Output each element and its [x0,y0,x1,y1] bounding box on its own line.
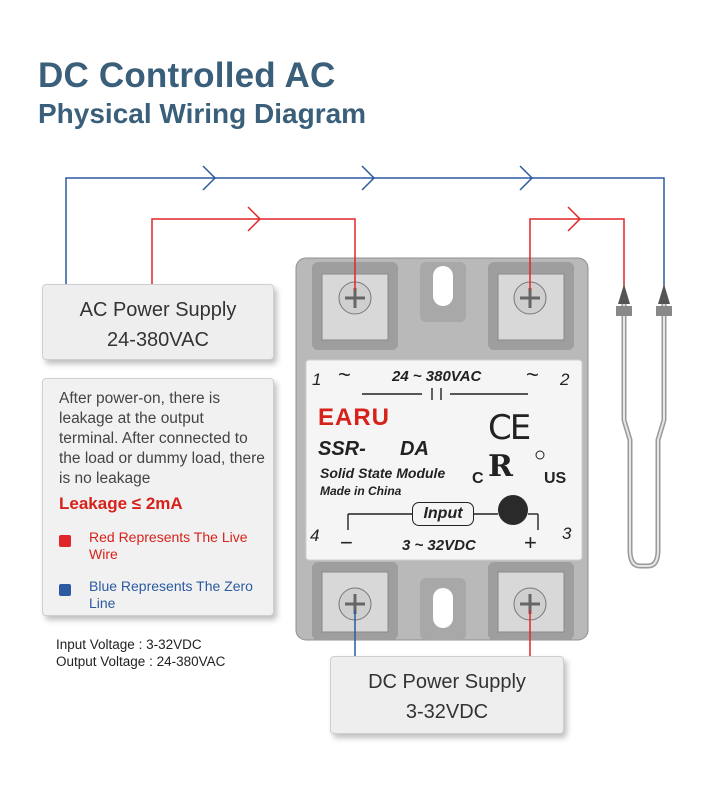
output-voltage-spec: Output Voltage : 24-380VAC [56,654,226,669]
voltage-specs: Input Voltage : 3-32VDC Output Voltage :… [56,636,225,670]
leakage-note-box: After power-on, there is leakage at the … [42,378,274,616]
blue-swatch-icon [59,584,71,596]
terminal-4-label: 4 [310,526,320,545]
diagram-title: DC Controlled AC [38,56,336,95]
module-origin: Made in China [320,484,402,498]
red-live-wire-ac-in [151,218,356,290]
ac-rating: 24 ~ 380VAC [392,368,482,385]
ac-power-supply-box: AC Power Supply 24-380VAC [42,284,274,360]
arrow-icon [202,165,217,191]
terminal-screw-2 [497,273,565,341]
ac-tilde-left: ~ [338,362,351,387]
input-label: Input [412,502,474,526]
blue-zero-wire-ac [65,177,665,296]
brand-logo: EARU [318,404,391,431]
terminal-2-label: 2 [560,370,570,389]
model-prefix: SSR- [318,438,366,460]
ul-us-mark: US [544,470,567,487]
dc-supply-voltage: 3-32VDC [405,701,489,723]
ul-c-mark: C [472,470,484,487]
ac-supply-label: AC Power Supply [79,299,237,321]
terminal-screw-1 [321,273,389,341]
legend-live-label: Red Represents The Live Wire [89,529,248,562]
arrow-icon [567,206,582,232]
legend-zero-label: Blue Represents The Zero Line [89,578,253,611]
terminal-screw-4 [321,571,389,633]
red-live-wire-ac-out [529,218,625,296]
heater-load [616,284,672,569]
arrow-icon [361,165,376,191]
minus-sign: − [340,530,353,555]
arrow-icon [247,206,262,232]
dc-supply-label: DC Power Supply [368,671,526,693]
red-swatch-icon [59,535,71,547]
plus-sign: + [524,530,537,555]
diagram-subtitle: Physical Wiring Diagram [38,98,367,129]
ac-tilde-right: ~ [526,362,539,387]
input-voltage-spec: Input Voltage : 3-32VDC [56,637,202,652]
terminal-screw-3 [497,571,565,633]
terminal-3-label: 3 [562,524,572,543]
dc-rating: 3 ~ 32VDC [402,537,476,554]
ac-supply-voltage: 24-380VAC [107,329,209,351]
arrow-icon [519,165,534,191]
module-name: Solid State Module [320,465,446,481]
leakage-note-text: After power-on, there is leakage at the … [59,390,265,487]
leakage-value: Leakage ≤ 2mA [59,494,183,513]
dc-power-supply-box: DC Power Supply 3-32VDC [330,656,564,734]
solid-state-relay: 1 ~ 24 ~ 380VAC ~ 2 EARU CE SSR- DA Soli… [296,258,588,640]
model-suffix: DA [400,438,429,460]
ce-mark: CE [488,408,531,448]
svg-text:R: R [488,449,514,484]
terminal-1-label: 1 [312,370,322,389]
